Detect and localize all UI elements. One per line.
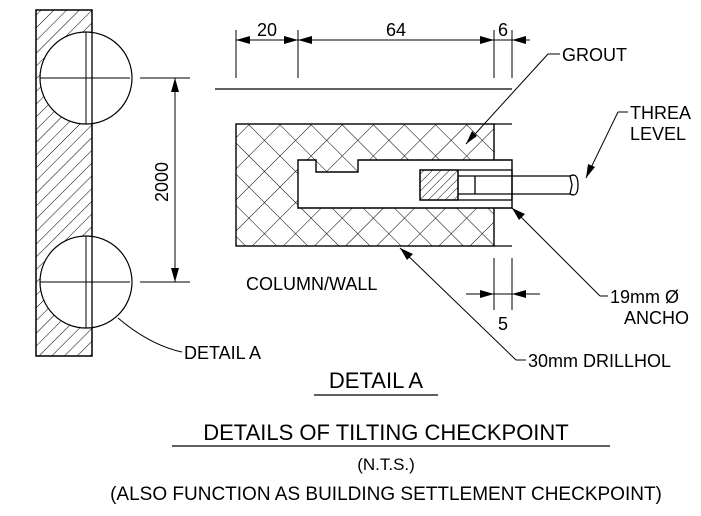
dim-6-label: 6 <box>498 20 508 40</box>
grout-leader <box>465 53 560 145</box>
column-elevation <box>35 9 133 357</box>
detail-a-leader <box>117 317 183 353</box>
anchor-label-2: ANCHO <box>624 308 689 328</box>
dimension-chain-top <box>235 30 530 78</box>
grout-block <box>235 123 513 247</box>
thread-level-label-1: THREA <box>630 103 691 123</box>
grout-label: GROUT <box>562 45 627 65</box>
anchor-bolt <box>419 169 579 201</box>
scale-note: (N.T.S.) <box>357 455 415 474</box>
dimension-5 <box>466 258 540 310</box>
anchor-label-1: 19mm Ø <box>610 287 679 307</box>
dim-2000-label: 2000 <box>152 162 172 202</box>
main-title: DETAILS OF TILTING CHECKPOINT <box>203 420 569 445</box>
column-wall-label: COLUMN/WALL <box>246 274 377 294</box>
dimension-2000 <box>140 77 190 283</box>
dim-5-label: 5 <box>498 314 508 334</box>
thread-level-label-2: LEVEL <box>630 124 686 144</box>
drillhole-leader <box>399 247 526 361</box>
thread-level-leader <box>585 111 628 179</box>
detail-a-callout: DETAIL A <box>184 343 261 363</box>
settlement-note: (ALSO FUNCTION AS BUILDING SETTLEMENT CH… <box>110 484 662 505</box>
drillhole-label: 30mm DRILLHOL <box>528 351 671 371</box>
dim-64-label: 64 <box>386 20 406 40</box>
anchor-leader <box>511 207 608 297</box>
detail-a-title: DETAIL A <box>329 368 423 393</box>
dim-20-label: 20 <box>257 20 277 40</box>
